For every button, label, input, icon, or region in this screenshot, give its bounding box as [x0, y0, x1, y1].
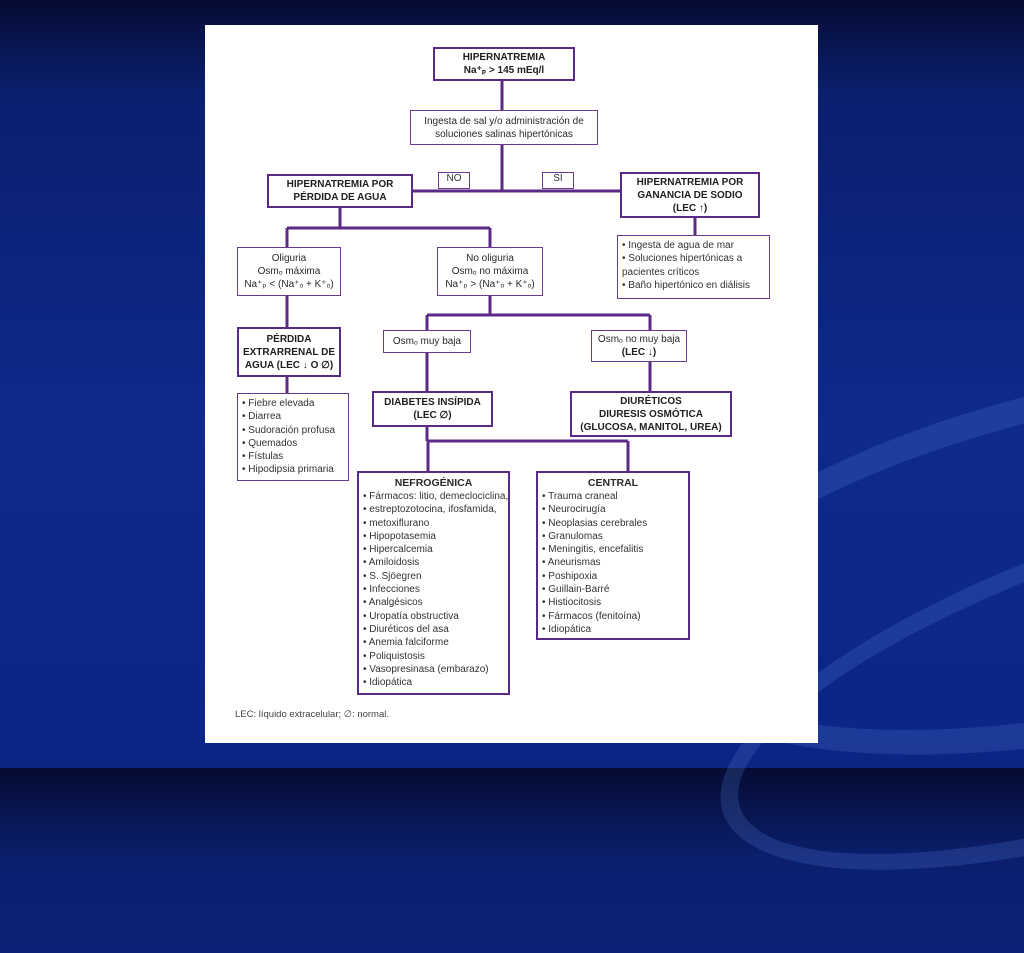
list-item: Diuréticos del asa	[363, 623, 508, 636]
node-text: soluciones salinas hipertónicas	[435, 128, 573, 140]
node-text: Osmₒ muy baja	[392, 336, 462, 347]
list-item: Hipodipsia primaria	[242, 463, 348, 476]
node-text: (LEC ∅)	[413, 410, 452, 421]
node-perdida-agua: HIPERNATREMIA POR PÉRDIDA DE AGUA	[267, 174, 413, 208]
section-title: NEFROGÉNICA	[394, 477, 473, 489]
list-item: Anemia falciforme	[363, 636, 508, 649]
node-text: EXTRARRENAL DE	[242, 346, 336, 358]
slide: { "nodes": { "root": ["HIPERNATREMIA", "…	[0, 0, 1024, 768]
flowchart-paper: HIPERNATREMIA Na⁺ₚ > 145 mEq/l Ingesta d…	[205, 25, 818, 743]
node-text: DIURESIS OSMÓTICA	[599, 408, 703, 420]
list-item: Hipercalcemia	[363, 543, 508, 556]
node-text: Osmₒ máxima	[257, 266, 321, 277]
node-text: Na⁺ₚ < (Na⁺ₒ + K⁺ₒ)	[244, 279, 334, 290]
list-item: Fármacos (fenitoína)	[542, 610, 688, 623]
list-item: Neurocirugía	[542, 503, 688, 516]
list-item: Granulomas	[542, 530, 688, 543]
list-item: Vasopresinasa (embarazo)	[363, 663, 508, 676]
list-ganancia-causes: Ingesta de agua de mar Soluciones hipert…	[617, 235, 770, 299]
list-item: Ingesta de agua de mar	[622, 239, 769, 252]
node-osm-no-muy-baja: Osmₒ no muy baja (LEC ↓)	[591, 330, 687, 362]
list-item: Neoplasias cerebrales	[542, 517, 688, 530]
node-ganancia-sodio: HIPERNATREMIA POR GANANCIA DE SODIO (LEC…	[620, 172, 760, 218]
list-item: Uropatía obstructiva	[363, 610, 508, 623]
list-item: Fármacos: litio, demeclociclina,	[363, 490, 508, 503]
list-nefrogenica: NEFROGÉNICA Fármacos: litio, demeclocicl…	[357, 471, 510, 695]
node-text: DIABETES INSÍPIDA	[384, 397, 481, 408]
node-question: Ingesta de sal y/o administración de sol…	[410, 110, 598, 145]
list-item: Idiopática	[542, 623, 688, 636]
node-text: (LEC ↑)	[672, 202, 708, 214]
list-item: Sudoración profusa	[242, 424, 348, 437]
node-text: GANANCIA DE SODIO	[637, 189, 743, 201]
connector-lines	[285, 81, 697, 471]
list-item: Diarrea	[242, 410, 348, 423]
list-item: Idiopática	[363, 676, 508, 689]
node-text: (LEC ↓)	[621, 347, 657, 358]
list-item: Guillain-Barré	[542, 583, 688, 596]
node-osm-muy-baja: Osmₒ muy baja	[383, 330, 471, 353]
list-item: Poshipoxia	[542, 570, 688, 583]
list-central: CENTRAL Trauma craneal Neurocirugía Neop…	[536, 471, 690, 640]
node-extrarrenal: PÉRDIDA EXTRARRENAL DE AGUA (LEC ↓ O ∅)	[237, 327, 341, 377]
list-item: S. Sjöegren	[363, 570, 508, 583]
node-text: HIPERNATREMIA POR	[636, 176, 744, 188]
list-item: Fístulas	[242, 450, 348, 463]
list-item: Fiebre elevada	[242, 397, 348, 410]
node-no-oliguria: No oliguria Osmₒ no máxima Na⁺ₚ > (Na⁺ₒ …	[437, 247, 543, 296]
list-item: Infecciones	[363, 583, 508, 596]
list-item: Analgésicos	[363, 596, 508, 609]
list-item: estreptozotocina, ifosfamida,	[363, 503, 508, 516]
list-item: Meningitis, encefalitis	[542, 543, 688, 556]
list-item: Quemados	[242, 437, 348, 450]
node-oliguria: Oliguria Osmₒ máxima Na⁺ₚ < (Na⁺ₒ + K⁺ₒ)	[237, 247, 341, 296]
list-extrarrenal-causes: Fiebre elevada Diarrea Sudoración profus…	[237, 393, 349, 481]
node-text: (GLUCOSA, MANITOL, UREA)	[580, 421, 722, 433]
list-item: Amiloidosis	[363, 556, 508, 569]
node-diabetes-insipida: DIABETES INSÍPIDA (LEC ∅)	[372, 391, 493, 427]
node-text: AGUA (LEC ↓ O ∅)	[244, 359, 334, 371]
section-title: CENTRAL	[587, 477, 639, 489]
list-item: Soluciones hipertónicas a pacientes crít…	[622, 252, 760, 279]
node-text: Osmₒ no máxima	[451, 266, 529, 277]
label-no: NO	[438, 172, 470, 189]
list-item: Baño hipertónico en diálisis	[622, 279, 769, 292]
node-text: HIPERNATREMIA POR	[286, 179, 394, 190]
list-item: Poliquistosis	[363, 650, 508, 663]
node-text: DIURÉTICOS	[620, 395, 682, 407]
list-item: Trauma craneal	[542, 490, 688, 503]
label-si: SÍ	[542, 172, 574, 189]
node-hipernatremia: HIPERNATREMIA Na⁺ₚ > 145 mEq/l	[433, 47, 575, 81]
node-text: Oliguria	[271, 253, 307, 264]
footnote: LEC: líquido extracelular; ∅: normal.	[235, 709, 390, 720]
node-diureticos: DIURÉTICOS DIURESIS OSMÓTICA (GLUCOSA, M…	[570, 391, 732, 437]
node-text: Na⁺ₚ > (Na⁺ₒ + K⁺ₒ)	[445, 279, 535, 290]
node-title: HIPERNATREMIA	[462, 52, 546, 63]
list-item: Aneurismas	[542, 556, 688, 569]
node-text: PÉRDIDA	[266, 333, 312, 345]
node-text: Osmₒ no muy baja	[597, 334, 681, 345]
node-text: Ingesta de sal y/o administración de	[424, 115, 584, 127]
node-text: No oliguria	[466, 253, 514, 264]
list-item: metoxiflurano	[363, 517, 508, 530]
list-item: Histiocitosis	[542, 596, 688, 609]
node-text: PÉRDIDA DE AGUA	[293, 192, 387, 203]
node-condition: Na⁺ₚ > 145 mEq/l	[463, 65, 545, 76]
list-item: Hipopotasemia	[363, 530, 508, 543]
